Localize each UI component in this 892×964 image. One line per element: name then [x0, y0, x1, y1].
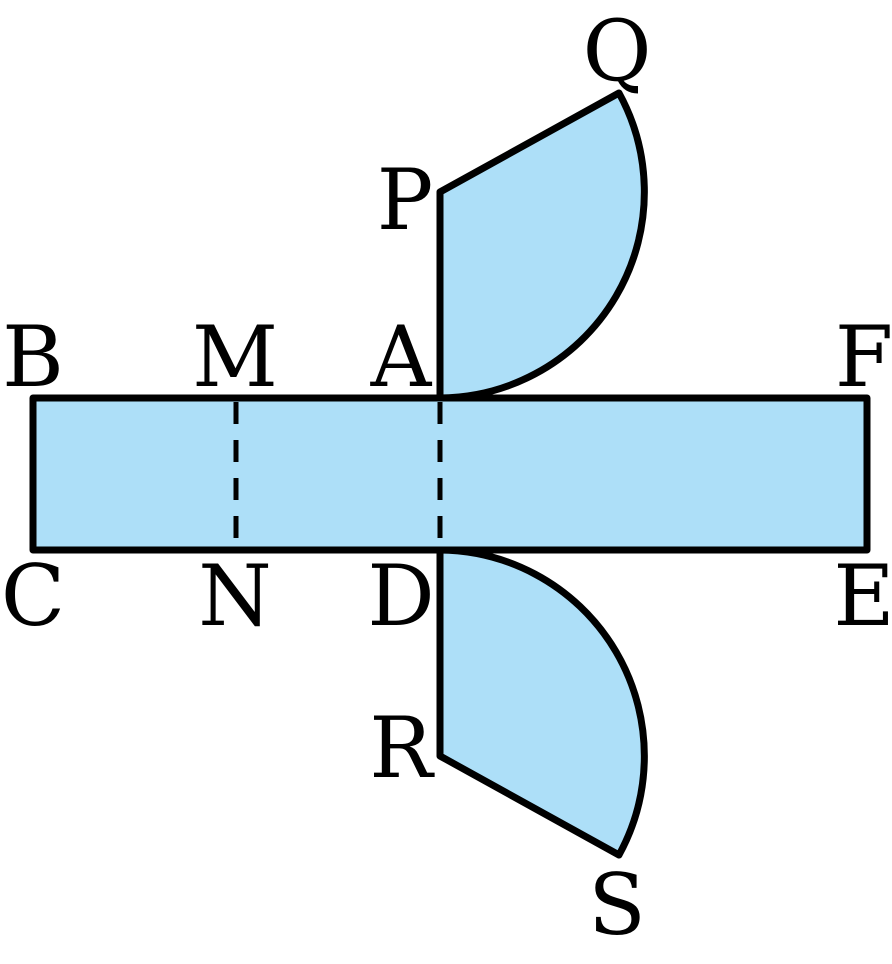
label-s: S: [588, 856, 646, 954]
label-d: D: [367, 547, 434, 645]
lower-sector-face: [436, 546, 648, 859]
label-f: F: [835, 308, 892, 406]
label-a: A: [370, 308, 433, 406]
label-c: C: [1, 547, 65, 645]
upper-sector-face: [436, 89, 648, 402]
label-p: P: [377, 151, 434, 249]
lateral-rectangle: [29, 394, 871, 554]
label-r: R: [369, 699, 435, 797]
label-n: N: [198, 547, 272, 645]
label-m: M: [192, 308, 278, 406]
label-q: Q: [583, 2, 652, 100]
label-e: E: [833, 547, 892, 645]
label-b: B: [2, 308, 64, 406]
